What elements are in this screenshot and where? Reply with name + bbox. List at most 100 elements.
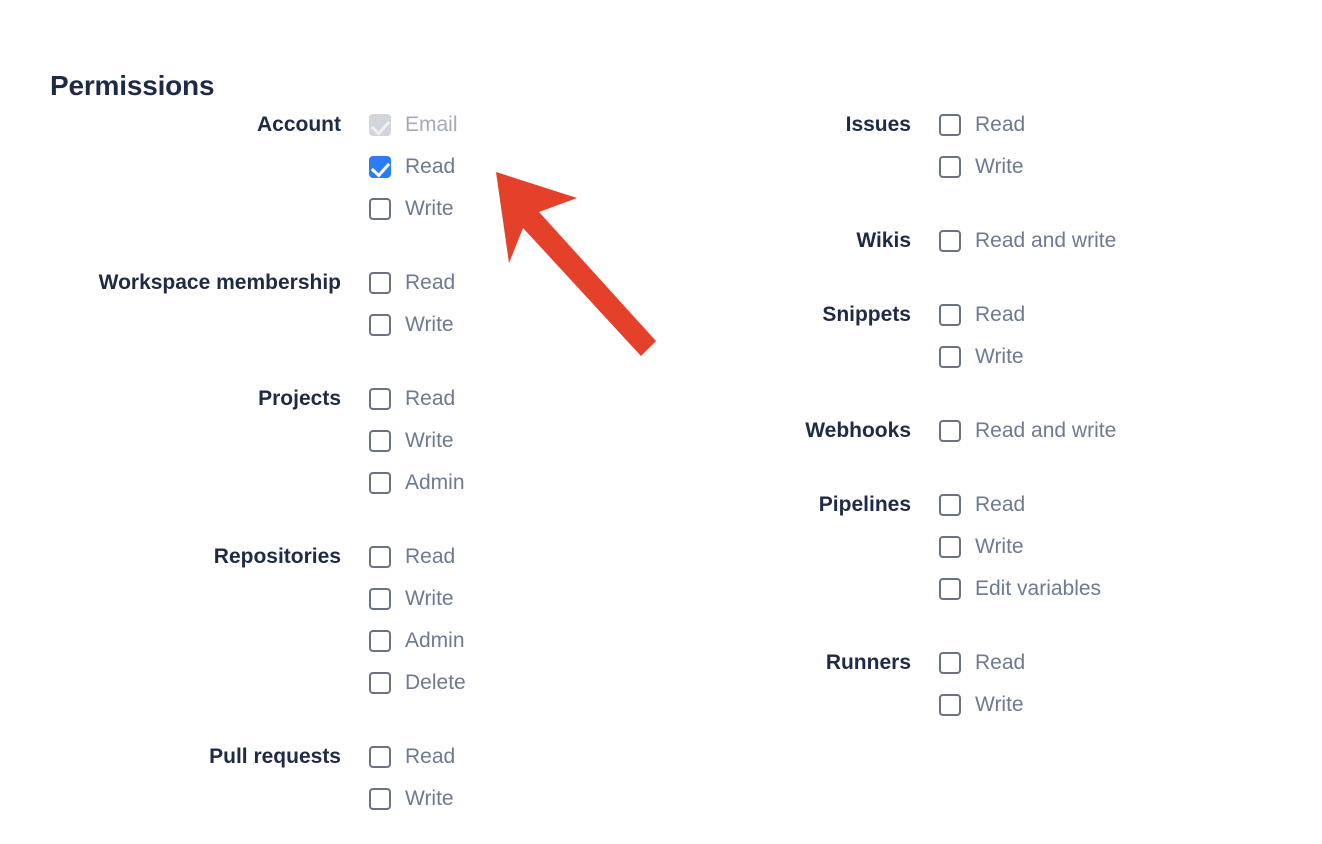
checkbox-label: Admin bbox=[405, 471, 465, 494]
permission-option-row[interactable]: Delete bbox=[369, 662, 660, 704]
permission-option-row[interactable]: Admin bbox=[369, 620, 660, 662]
checkbox-write[interactable] bbox=[369, 314, 391, 336]
checkbox-label: Read bbox=[405, 271, 456, 294]
checkbox-read-and-write[interactable] bbox=[939, 420, 961, 442]
check-icon bbox=[370, 157, 391, 178]
permission-option-row[interactable]: Read bbox=[369, 378, 660, 420]
permission-option-row[interactable]: Read bbox=[939, 642, 1260, 684]
checkbox-read-and-write[interactable] bbox=[939, 230, 961, 252]
checkbox-read[interactable] bbox=[369, 746, 391, 768]
permission-option-row[interactable]: Read bbox=[939, 104, 1260, 146]
checkbox-label: Delete bbox=[405, 671, 466, 694]
permission-option-row[interactable]: Read bbox=[369, 536, 660, 578]
permission-option-row[interactable]: Admin bbox=[369, 462, 660, 504]
checkbox-label: Read bbox=[975, 493, 1026, 516]
checkbox-write[interactable] bbox=[369, 198, 391, 220]
checkbox-label: Write bbox=[975, 693, 1024, 716]
checkbox-label: Read bbox=[975, 651, 1026, 674]
permission-group-label: Repositories bbox=[213, 545, 341, 568]
permission-option-row[interactable]: Email bbox=[369, 104, 660, 146]
permission-option-stack: Read and write bbox=[911, 410, 1260, 452]
checkbox-read[interactable] bbox=[939, 652, 961, 674]
permission-option-row[interactable]: Write bbox=[369, 420, 660, 462]
permission-group-label: Projects bbox=[258, 387, 341, 410]
checkbox-read[interactable] bbox=[369, 546, 391, 568]
permission-option-row[interactable]: Read bbox=[939, 484, 1260, 526]
permission-group-label: Pipelines bbox=[818, 493, 911, 516]
checkbox-label: Read and write bbox=[975, 229, 1117, 252]
permission-option-row[interactable]: Write bbox=[369, 778, 660, 820]
checkbox-read[interactable] bbox=[939, 494, 961, 516]
checkbox-write[interactable] bbox=[369, 788, 391, 810]
permission-option-row[interactable]: Read bbox=[369, 736, 660, 778]
checkbox-read[interactable] bbox=[939, 304, 961, 326]
checkbox-write[interactable] bbox=[369, 588, 391, 610]
check-icon bbox=[370, 115, 391, 136]
permission-option-row[interactable]: Write bbox=[939, 526, 1260, 568]
permission-group-label: Workspace membership bbox=[98, 271, 341, 294]
permission-group: Wikis Read and write bbox=[600, 220, 1260, 262]
checkbox-label: Read bbox=[975, 303, 1026, 326]
checkbox-read[interactable] bbox=[369, 272, 391, 294]
permission-option-row[interactable]: Write bbox=[369, 304, 660, 346]
checkbox-edit-variables[interactable] bbox=[939, 578, 961, 600]
checkbox-admin[interactable] bbox=[369, 472, 391, 494]
permission-option-row[interactable]: Read and write bbox=[939, 410, 1260, 452]
permission-group-label: Account bbox=[257, 113, 341, 136]
checkbox-label: Read bbox=[405, 745, 456, 768]
checkbox-read[interactable] bbox=[369, 388, 391, 410]
permission-option-row[interactable]: Write bbox=[939, 146, 1260, 188]
checkbox-label: Read bbox=[405, 545, 456, 568]
checkbox-delete[interactable] bbox=[369, 672, 391, 694]
checkbox-label: Write bbox=[405, 197, 454, 220]
checkbox-label: Write bbox=[975, 155, 1024, 178]
permission-option-row[interactable]: Edit variables bbox=[939, 568, 1260, 610]
permission-group-label: Runners bbox=[825, 651, 911, 674]
permission-group-label: Webhooks bbox=[805, 419, 911, 442]
checkbox-write[interactable] bbox=[939, 156, 961, 178]
checkbox-label: Edit variables bbox=[975, 577, 1102, 600]
checkbox-write[interactable] bbox=[939, 536, 961, 558]
permission-option-row[interactable]: Read and write bbox=[939, 220, 1260, 262]
checkbox-email bbox=[369, 114, 391, 136]
checkbox-write[interactable] bbox=[939, 346, 961, 368]
checkbox-write[interactable] bbox=[369, 430, 391, 452]
permission-option-row[interactable]: Read bbox=[369, 262, 660, 304]
permission-option-row[interactable]: Write bbox=[369, 188, 660, 230]
permission-option-row[interactable]: Write bbox=[939, 336, 1260, 378]
permission-option-row[interactable]: Read bbox=[939, 294, 1260, 336]
checkbox-write[interactable] bbox=[939, 694, 961, 716]
checkbox-label: Write bbox=[405, 429, 454, 452]
checkbox-read[interactable] bbox=[369, 156, 391, 178]
permission-group: Webhooks Read and write bbox=[600, 410, 1260, 452]
permission-group-label: Wikis bbox=[856, 229, 911, 252]
checkbox-read[interactable] bbox=[939, 114, 961, 136]
permission-option-row[interactable]: Write bbox=[369, 578, 660, 620]
checkbox-label: Read bbox=[405, 387, 456, 410]
checkbox-label: Write bbox=[405, 587, 454, 610]
page-title: Permissions bbox=[50, 69, 215, 101]
permission-option-row[interactable]: Write bbox=[939, 684, 1260, 726]
permission-option-row[interactable]: Read bbox=[369, 146, 660, 188]
checkbox-label: Admin bbox=[405, 629, 465, 652]
checkbox-label: Write bbox=[975, 535, 1024, 558]
permission-group-label: Snippets bbox=[822, 303, 911, 326]
checkbox-label: Read bbox=[405, 155, 456, 178]
checkbox-admin[interactable] bbox=[369, 630, 391, 652]
